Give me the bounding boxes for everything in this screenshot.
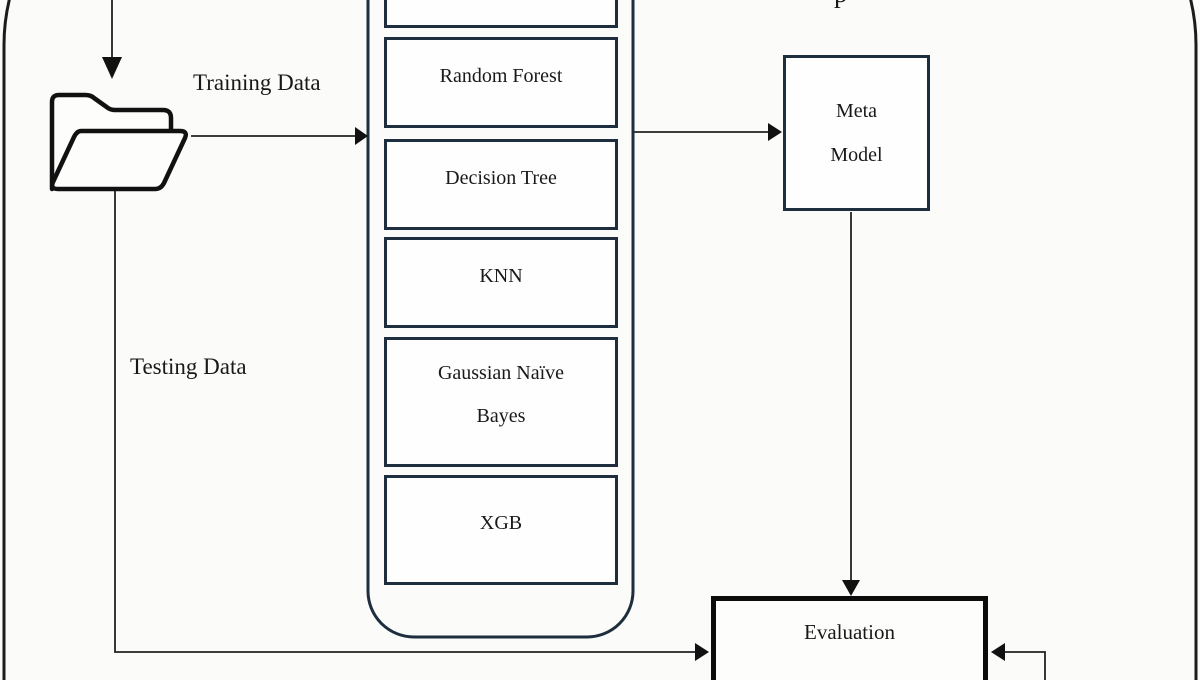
arrow-training-data <box>191 127 368 145</box>
top-text-fragment: p <box>834 0 848 9</box>
arrow-testing-data <box>114 191 709 661</box>
model-box-label: Decision Tree <box>445 166 557 189</box>
model-box-random-forest: Random Forest <box>384 37 618 128</box>
model-box-label: KNN <box>479 264 523 287</box>
evaluation-label: Evaluation <box>804 620 895 644</box>
model-box-label: XGB <box>479 512 523 534</box>
meta-model-label-line2: Model <box>830 144 883 166</box>
folder-front <box>49 128 189 192</box>
model-box-gaussian-naive-bayes: Gaussian Naïve Bayes <box>384 337 618 467</box>
model-stack-container <box>366 0 635 639</box>
folder-icon <box>49 92 189 192</box>
arrow-meta-to-evaluation <box>842 212 860 596</box>
arrow-feedback-path <box>1005 651 1046 680</box>
arrow-meta-to-evaluation-head <box>842 580 860 596</box>
model-box-knn: KNN <box>384 237 618 328</box>
arrow-training-head <box>355 127 368 145</box>
model-box-label: Random Forest <box>439 64 563 87</box>
arrow-feedback-head <box>991 643 1005 661</box>
arrow-feedback-right <box>991 643 1046 680</box>
testing-data-label: Testing Data <box>130 354 247 379</box>
model-box-xgb: XGB <box>384 475 618 585</box>
arrow-testing-path <box>114 191 695 653</box>
training-data-label: Training Data <box>193 70 321 95</box>
arrow-testing-head <box>695 643 709 661</box>
arrow-into-folder-head <box>102 57 122 79</box>
meta-model-box: Meta Model <box>783 55 930 211</box>
arrow-into-folder <box>102 0 122 79</box>
model-box-decision-tree: Decision Tree <box>384 139 618 230</box>
model-box-partial <box>384 0 618 28</box>
model-box-label-line1: Gaussian Naïve <box>437 362 565 384</box>
model-box-label-line2: Bayes <box>476 405 526 427</box>
arrow-stack-to-meta <box>634 123 782 141</box>
evaluation-box: Evaluation <box>711 596 988 680</box>
meta-model-label-line1: Meta <box>835 100 878 122</box>
arrow-stack-to-meta-head <box>768 123 782 141</box>
